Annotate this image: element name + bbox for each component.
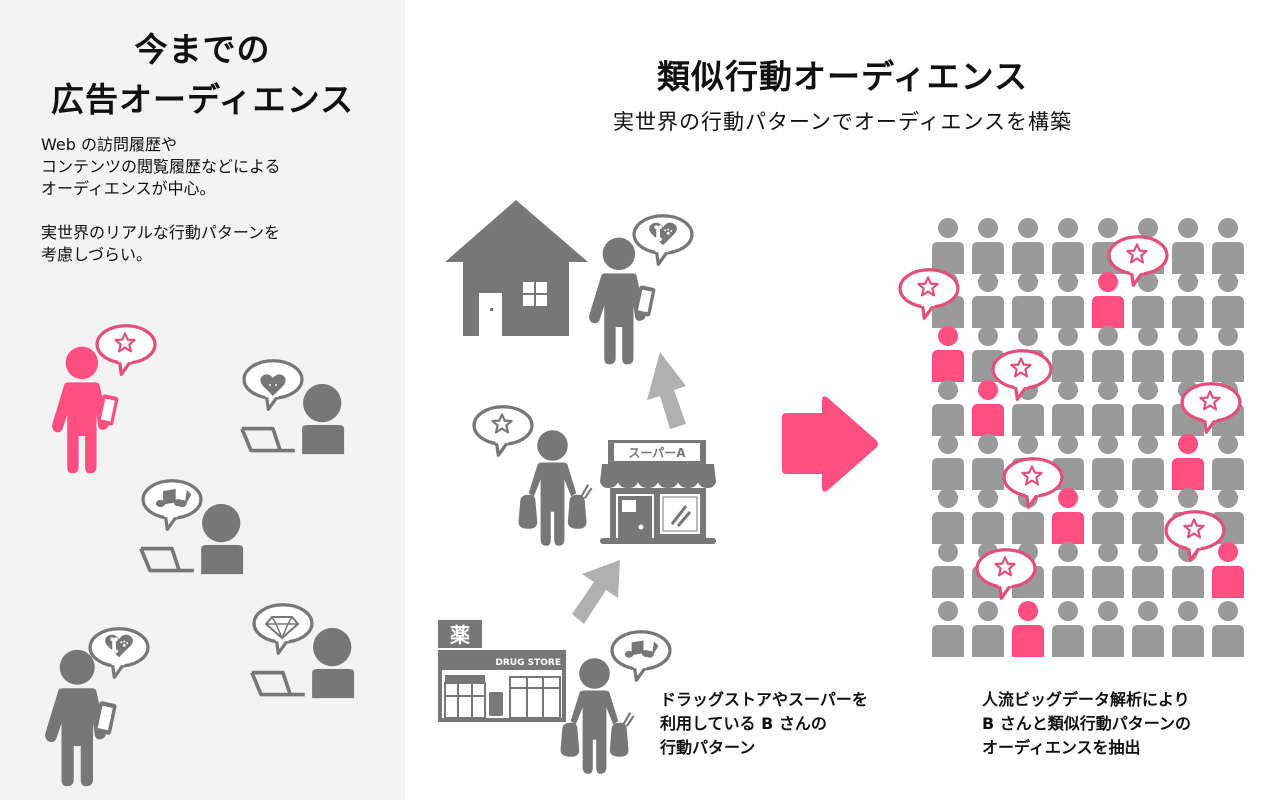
- crowd-bubble-1: [1107, 235, 1169, 287]
- shopper-supermarket: [517, 429, 593, 547]
- crowd-grid: [932, 218, 1244, 657]
- crowd-row-5: [932, 434, 1244, 490]
- crowd-row-2: [932, 272, 1244, 328]
- left-title-line1: 今までの: [134, 30, 271, 69]
- shopper-drugstore: [559, 657, 635, 775]
- person-at-home: [589, 237, 656, 365]
- star-bubble-pink: [95, 324, 157, 376]
- diamond-bubble: [252, 603, 314, 655]
- right-subtitle: 実世界の行動パターンでオーディエンスを構築: [612, 110, 1073, 134]
- crowd-bubble-5: [1002, 457, 1064, 509]
- crowd-row-1: [932, 218, 1244, 274]
- crowd-bubble-6: [1164, 510, 1226, 562]
- house-icon: [445, 200, 588, 336]
- caption-behavior-pattern: ドラッグストアやスーパーを 利用している B さんの 行動パターン: [660, 690, 868, 757]
- left-title: 今までの 広告オーディエンス: [0, 25, 405, 125]
- diamond-icon: [264, 616, 300, 640]
- crowd-row-3: [932, 326, 1244, 382]
- gray-person-with-smartphone: [45, 649, 118, 787]
- supermarket-star-bubble: [472, 405, 534, 457]
- left-description: Web の訪問履歴や コンテンツの閲覧履歴などによる オーディエンスが中心。 実…: [41, 135, 281, 264]
- pet-bubble: [88, 627, 150, 679]
- pink-right-arrow: [782, 396, 878, 492]
- drugstore-kanji-sign: 薬: [450, 623, 470, 647]
- crowd-bubble-3: [991, 349, 1053, 401]
- home-pet-bubble: [632, 214, 694, 266]
- left-title-line2: 広告オーディエンス: [50, 80, 355, 119]
- drugstore-music-bubble: [610, 630, 672, 682]
- caption-audience-extraction: 人流ビッグデータ解析により B さんと類似行動パターンの オーディエンスを抽出: [982, 690, 1191, 757]
- cat-heart-bubble: [242, 359, 304, 411]
- arrow-to-supermarket: [572, 560, 620, 624]
- drugstore-icon: 薬 DRUG STORE: [438, 620, 566, 722]
- supermarket-sign: スーパーA: [628, 446, 686, 460]
- drugstore-sign: DRUG STORE: [495, 658, 561, 668]
- supermarket-icon: スーパーA: [600, 440, 716, 544]
- music-bubble: [141, 479, 203, 531]
- arrow-to-home: [647, 352, 686, 429]
- cat-heart-icon: [260, 374, 286, 396]
- right-title: 類似行動オーディエンス: [656, 57, 1029, 96]
- pink-person-with-smartphone: [52, 346, 119, 474]
- crowd-row-8: [932, 601, 1244, 657]
